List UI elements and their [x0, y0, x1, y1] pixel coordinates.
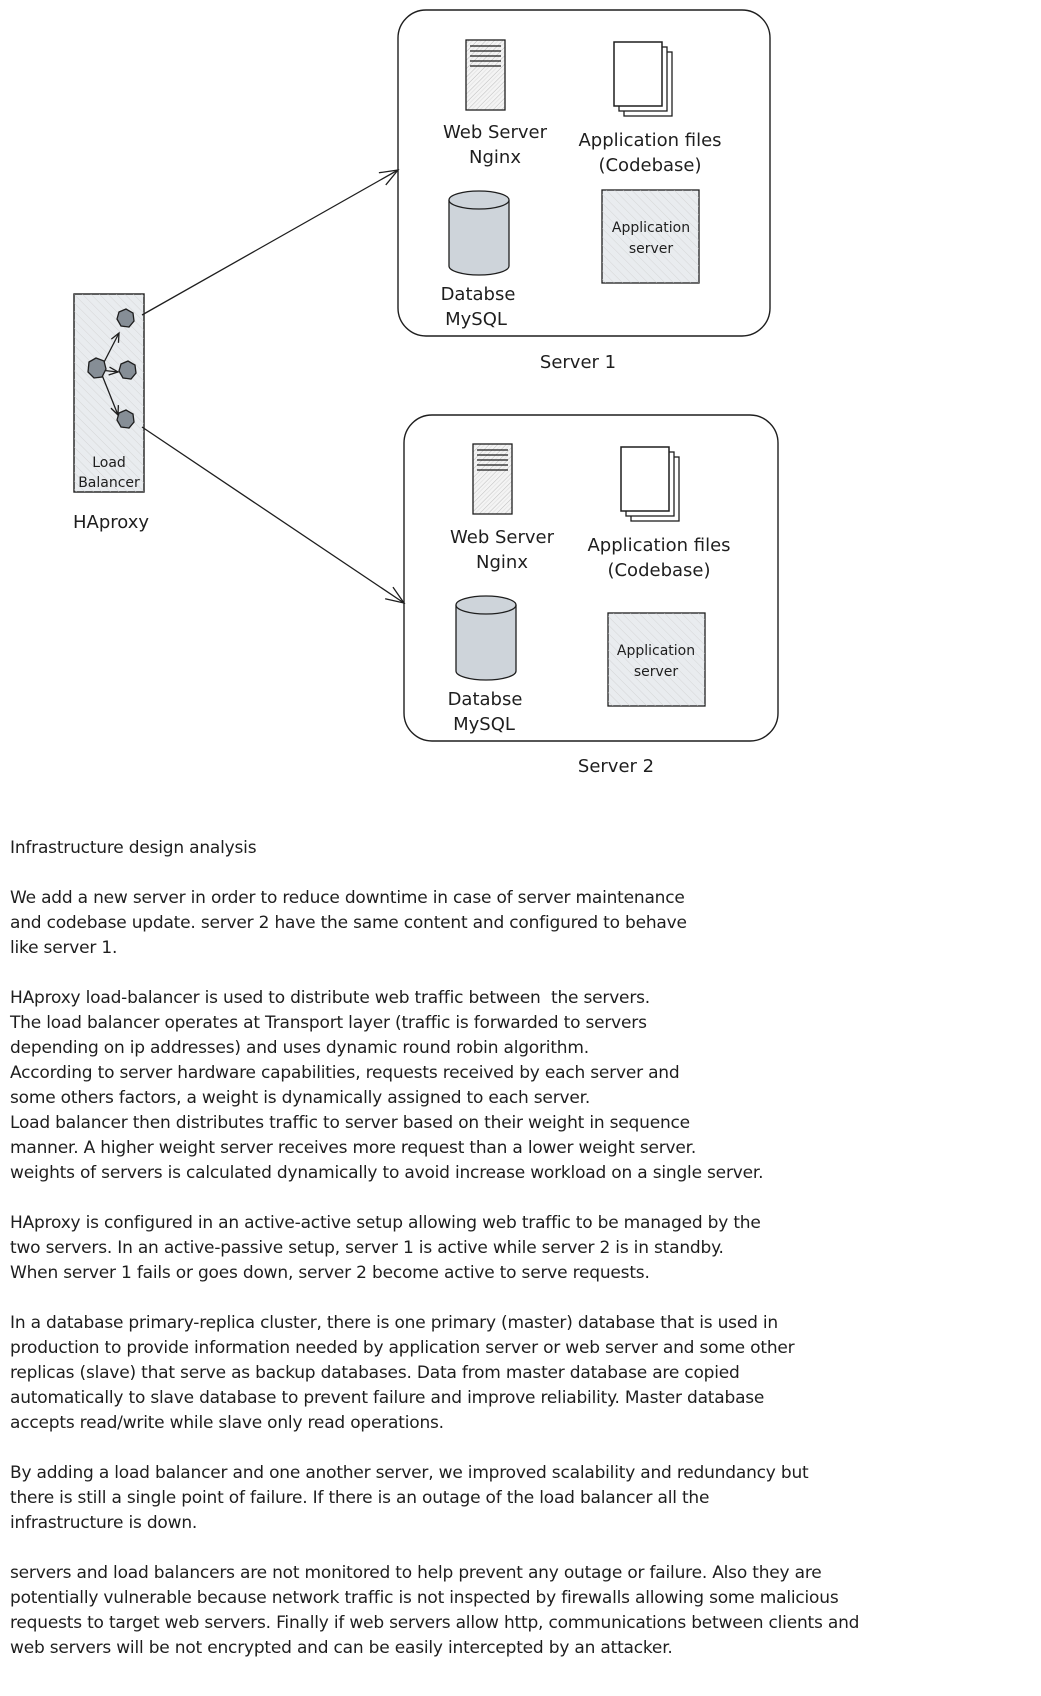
server-2-caption: Server 2 [578, 756, 654, 777]
analysis-line: servers and load balancers are not monit… [10, 1563, 822, 1583]
application-server-label: Application [617, 643, 695, 659]
web-server-software: Nginx [469, 147, 521, 168]
analysis-paragraph: We add a new server in order to reduce d… [10, 886, 1030, 961]
analysis-line: According to server hardware capabilitie… [10, 1063, 680, 1083]
application-server-box [601, 189, 700, 284]
application-files-sublabel: (Codebase) [598, 155, 701, 176]
database-icon [455, 595, 517, 681]
analysis-line: In a database primary-replica cluster, t… [10, 1313, 778, 1333]
analysis-line: two servers. In an active-passive setup,… [10, 1238, 724, 1258]
analysis-line: some others factors, a weight is dynamic… [10, 1088, 591, 1108]
analysis-line: infrastructure is down. [10, 1513, 198, 1533]
analysis-paragraph: servers and load balancers are not monit… [10, 1561, 1030, 1661]
analysis-line: The load balancer operates at Transport … [10, 1013, 647, 1033]
analysis-line: there is still a single point of failure… [10, 1488, 710, 1508]
analysis-line: and codebase update. server 2 have the s… [10, 913, 687, 933]
database-label: Databse [448, 689, 523, 710]
server-1: Web Server Nginx Application files (Code… [397, 9, 771, 373]
infrastructure-diagram: Load Balancer HAproxy Web Server Nginx A… [73, 9, 779, 777]
application-files-sublabel: (Codebase) [607, 560, 710, 581]
application-server-label: Application [612, 220, 690, 236]
analysis-line: potentially vulnerable because network t… [10, 1588, 839, 1608]
database-label: Databse [441, 284, 516, 305]
analysis-line: When server 1 fails or goes down, server… [10, 1263, 650, 1283]
load-balancer-node-icon [87, 308, 137, 429]
database-icon [448, 190, 510, 276]
load-balancer-name: HAproxy [73, 512, 149, 533]
web-server-label: Web Server [443, 122, 548, 143]
server-2: Web Server Nginx Application files (Code… [403, 414, 779, 777]
analysis-paragraph: HAproxy load-balancer is used to distrib… [10, 986, 1030, 1186]
server-1-caption: Server 1 [540, 352, 616, 373]
analysis-line: accepts read/write while slave only read… [10, 1413, 444, 1433]
analysis-paragraph: In a database primary-replica cluster, t… [10, 1311, 1030, 1436]
analysis-line: HAproxy is configured in an active-activ… [10, 1213, 761, 1233]
analysis-line: manner. A higher weight server receives … [10, 1138, 697, 1158]
load-balancer: Load Balancer HAproxy [73, 293, 149, 533]
analysis-line: weights of servers is calculated dynamic… [10, 1163, 764, 1183]
application-server-box [607, 612, 706, 707]
database-engine: MySQL [453, 714, 515, 735]
server-2-box [403, 414, 779, 742]
analysis-paragraph: By adding a load balancer and one anothe… [10, 1461, 1030, 1536]
analysis-line: depending on ip addresses) and uses dyna… [10, 1038, 589, 1058]
application-files-icon [620, 446, 680, 522]
application-files-icon [613, 41, 673, 117]
analysis-line: HAproxy load-balancer is used to distrib… [10, 988, 650, 1008]
application-server-sublabel: server [634, 664, 679, 680]
analysis-title: Infrastructure design analysis [10, 838, 257, 858]
server-1-box [397, 9, 771, 337]
analysis-line: replicas (slave) that serve as backup da… [10, 1363, 740, 1383]
analysis-line: automatically to slave database to preve… [10, 1388, 765, 1408]
web-server-label: Web Server [450, 527, 555, 548]
analysis-line: production to provide information needed… [10, 1338, 795, 1358]
analysis-paragraph: HAproxy is configured in an active-activ… [10, 1211, 1030, 1286]
application-files-label: Application files [587, 535, 730, 556]
database-engine: MySQL [445, 309, 507, 330]
application-server-sublabel: server [629, 241, 674, 257]
connector-to-server-2 [141, 426, 406, 605]
analysis-line: We add a new server in order to reduce d… [10, 888, 685, 908]
analysis-paragraphs: We add a new server in order to reduce d… [10, 886, 1030, 1661]
analysis-line: By adding a load balancer and one anothe… [10, 1463, 809, 1483]
web-server-icon [472, 443, 513, 515]
web-server-icon [465, 39, 506, 111]
analysis-line: web servers will be not encrypted and ca… [10, 1638, 673, 1658]
analysis-line: Load balancer then distributes traffic t… [10, 1113, 690, 1133]
load-balancer-label-line1: Load [92, 455, 126, 471]
analysis-line: like server 1. [10, 938, 118, 958]
connector-to-server-1 [141, 169, 400, 316]
analysis-text: Infrastructure design analysis We add a … [10, 836, 1030, 1686]
web-server-software: Nginx [476, 552, 528, 573]
load-balancer-label-line2: Balancer [78, 475, 140, 491]
application-files-label: Application files [578, 130, 721, 151]
analysis-line: requests to target web servers. Finally … [10, 1613, 860, 1633]
